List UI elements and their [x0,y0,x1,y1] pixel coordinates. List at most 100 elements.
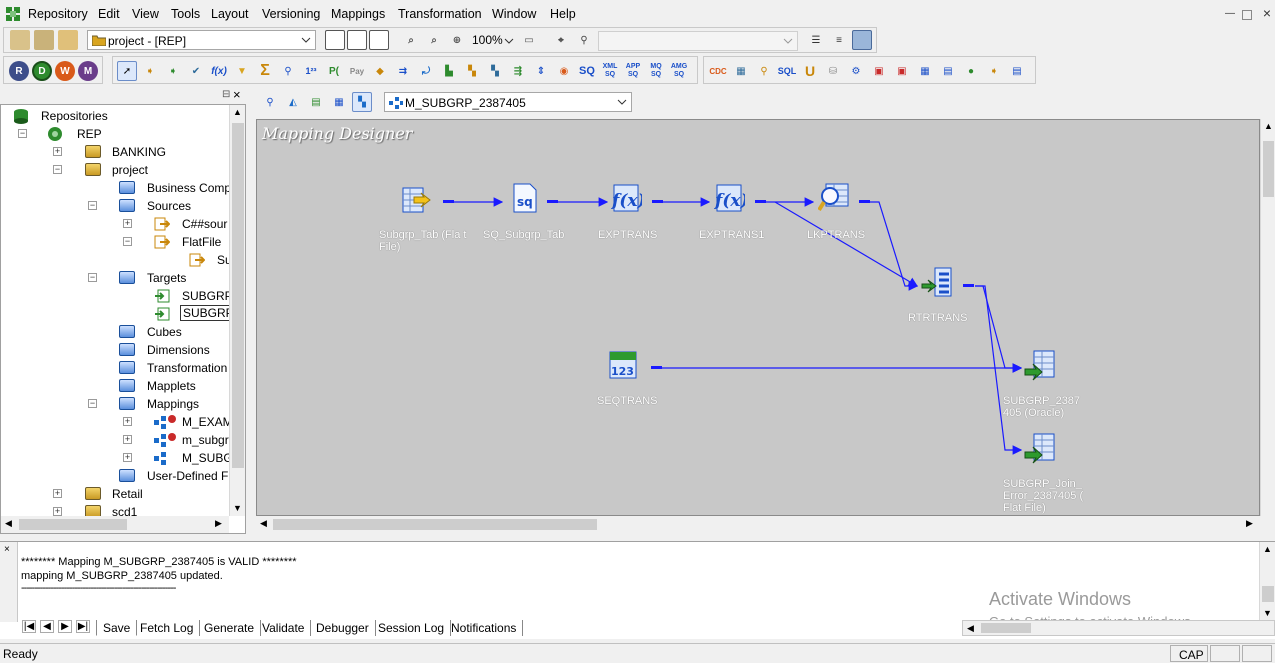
navigator-close-icon[interactable]: × [233,87,241,102]
expand-icon[interactable]: + [53,146,62,156]
navigator-hscroll[interactable]: ◀ ▶ [1,516,229,533]
minimize-icon[interactable]: — [1225,8,1235,19]
expression-node-icon[interactable]: f(x) [610,182,642,214]
chevron-down-icon[interactable]: ▼ [1263,608,1272,618]
tree-flatfile[interactable]: − FlatFile [1,233,231,251]
overview-toggle-icon[interactable] [369,30,389,50]
transaction-control-icon[interactable]: ⇶ [513,65,523,77]
cdc-icon[interactable]: CDC [709,66,727,76]
menu-layout[interactable]: Layout [211,7,249,21]
parser-icon[interactable]: ▤ [1012,65,1022,77]
prev-tab-icon[interactable]: ◀ [40,620,54,633]
search-icon[interactable]: ⚲ [580,34,588,46]
sql-icon[interactable]: SQL [777,66,797,76]
search-combo[interactable] [598,31,798,51]
navigator-hscroll-thumb[interactable] [19,519,127,530]
menu-repository[interactable]: Repository [28,7,88,21]
target-node-icon[interactable] [1024,432,1056,464]
mapplet-icon[interactable]: ▚ [491,65,499,77]
xml-icon[interactable]: ⇕ [536,65,546,77]
identity-icon[interactable]: ▣ [874,65,884,77]
sequence-node-icon[interactable]: 123 [607,350,639,382]
menu-tools[interactable]: Tools [171,7,201,21]
first-tab-icon[interactable]: |◀ [22,620,36,633]
canvas-vscroll-thumb[interactable] [1263,141,1274,197]
labeler-icon[interactable]: ▤ [943,65,953,77]
expand-icon[interactable]: + [123,416,132,426]
tab-fetch-log[interactable]: Fetch Log [134,620,201,636]
output-vscroll-thumb[interactable] [1262,586,1274,602]
tree-mapping-subgi[interactable]: + M_SUBGI [1,449,236,467]
next-tab-icon[interactable]: ▶ [58,620,72,633]
menu-help[interactable]: Help [550,7,576,21]
amg-sq-icon[interactable]: AMG SQ [670,63,688,78]
restore-icon[interactable] [1242,10,1252,20]
source-analyzer-icon[interactable]: ⚲ [266,96,274,108]
tab-generate[interactable]: Generate [198,620,262,636]
chevron-up-icon[interactable]: ▲ [233,107,242,117]
menu-mappings[interactable]: Mappings [331,7,386,21]
match-icon[interactable]: ● [967,65,975,77]
http-icon[interactable]: ⛁ [828,65,838,77]
collapse-icon[interactable]: − [53,164,62,174]
tree-cubes[interactable]: Cubes [1,323,231,341]
normalizer-icon[interactable]: ➧ [168,65,178,77]
mq-sq-icon[interactable]: MQ SQ [650,63,662,78]
tree-repositories[interactable]: Repositories [1,107,231,125]
mapping-designer-icon[interactable]: ▚ [352,92,372,112]
tree-user-defined[interactable]: User-Defined Fu [1,467,235,485]
tree-business-components[interactable]: Business Comp [1,179,231,197]
tree-scd1[interactable]: + scd1 [1,503,231,521]
sorter-icon[interactable]: ▚ [468,65,476,77]
arrange-iconic-icon[interactable]: ≡ [836,34,842,46]
find-icon[interactable]: ⌖ [558,34,564,46]
output-hscroll-thumb[interactable] [981,623,1031,633]
chevron-up-icon[interactable]: ▲ [1264,121,1273,131]
fit-icon[interactable]: ▭ [524,34,534,46]
expand-icon[interactable]: + [123,434,132,444]
collapse-icon[interactable]: − [123,236,132,246]
zoom-in-icon[interactable]: ⌕ [408,34,414,46]
collapse-icon[interactable]: − [88,272,97,282]
xml-sq-icon[interactable]: XML SQ [602,63,618,78]
rank-icon[interactable]: ◆ [376,65,384,77]
tree-transformation[interactable]: Transformation [1,359,231,377]
menu-versioning[interactable]: Versioning [262,7,321,21]
tree-mapping-exam[interactable]: + M_EXAM [1,413,233,431]
transformation-developer-icon[interactable]: ▤ [311,96,321,108]
target-node-icon[interactable] [1024,349,1056,381]
aggregator-icon[interactable]: Σ [260,62,270,79]
tree-banking[interactable]: + BANKING [1,143,231,161]
unstructured-icon[interactable]: U [804,63,816,79]
canvas-hscroll-thumb[interactable] [273,519,597,530]
tree-mapping-subgr[interactable]: + m_subgr [1,431,231,449]
address-icon[interactable]: ▣ [897,65,907,77]
navigator-vscroll-thumb[interactable] [232,123,244,468]
target-designer-icon[interactable]: ◭ [289,96,297,108]
last-tab-icon[interactable]: ▶| [76,620,90,633]
tree-target-2[interactable]: SUBGRP_ [1,305,244,323]
mapping-combo[interactable]: M_SUBGRP_2387405 [384,92,632,112]
output-vscroll[interactable]: ▲ ▼ [1259,542,1275,622]
sq-icon[interactable]: SQ [579,65,595,77]
tree-source-c[interactable]: + C##sour [1,215,231,233]
pin-icon[interactable]: ⊟ [222,89,231,100]
disconnect-icon[interactable] [34,30,54,50]
output-hscroll[interactable]: ◀ [962,620,1275,636]
arrange-icon[interactable]: ☰ [811,34,821,46]
consolidation-icon[interactable]: ▦ [920,65,930,77]
tree-target-1[interactable]: SUBGRP_ [1,287,239,305]
tree-sources[interactable]: − Sources [1,197,231,215]
menu-view[interactable]: View [132,7,159,21]
expand-icon[interactable]: + [53,506,62,516]
collapse-icon[interactable]: − [18,128,27,138]
folder-combo[interactable]: project - [REP] [87,30,316,50]
expand-icon[interactable]: + [123,218,132,228]
menu-window[interactable]: Window [492,7,537,21]
union-icon[interactable]: ⤾ [421,65,431,77]
chevron-up-icon[interactable]: ▲ [1263,544,1272,554]
source-definition-icon[interactable] [400,183,432,215]
stored-procedure-icon[interactable]: P( [329,65,339,77]
chevron-right-icon[interactable]: ▶ [1246,518,1253,528]
data-masking-icon[interactable]: ◉ [559,65,569,77]
